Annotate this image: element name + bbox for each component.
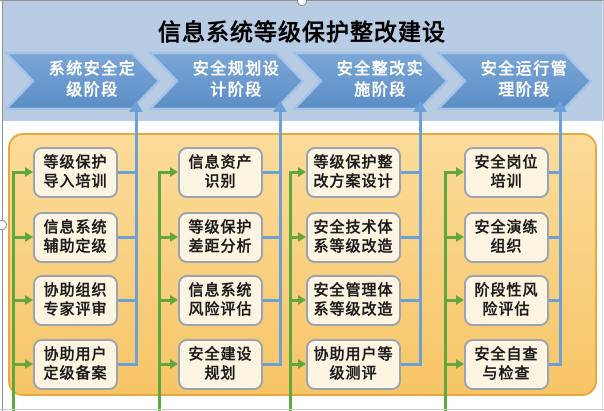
right-arrow-icon — [456, 167, 464, 177]
right-arrow-icon — [170, 232, 178, 242]
flow-line-vertical — [157, 170, 161, 411]
flow-line-vertical — [288, 170, 292, 411]
task-box: 协助组织 专家评审 — [33, 275, 118, 326]
selection-handle-left[interactable] — [0, 220, 7, 230]
task-box: 安全建设 规划 — [178, 339, 263, 390]
flow-line-vertical — [443, 170, 447, 411]
phase-label-2: 安全规划设 计阶段 — [192, 60, 281, 99]
riser-line-stub — [118, 298, 138, 302]
riser-line-vertical — [134, 112, 138, 366]
riser-line-stub — [263, 362, 282, 366]
flow-line-vertical — [11, 170, 15, 411]
right-arrow-icon — [298, 359, 306, 369]
riser-line-stub — [263, 298, 282, 302]
flow-line-stub — [159, 170, 170, 174]
task-box: 等级保护 差距分析 — [178, 212, 263, 263]
flow-line-stub — [13, 298, 25, 302]
right-arrow-icon — [25, 359, 33, 369]
right-arrow-icon — [298, 167, 306, 177]
up-arrow-icon — [273, 101, 287, 112]
riser-line-vertical — [558, 112, 562, 366]
right-arrow-icon — [170, 359, 178, 369]
right-arrow-icon — [170, 295, 178, 305]
riser-line-vertical — [278, 112, 282, 366]
flow-line-stub — [445, 362, 456, 366]
up-arrow-icon — [413, 101, 427, 112]
riser-line-stub — [549, 235, 562, 239]
riser-line-stub — [263, 170, 282, 174]
riser-line-stub — [401, 298, 422, 302]
task-box: 信息系统 辅助定级 — [33, 212, 118, 263]
phase-label-3: 安全整改实 施阶段 — [336, 60, 425, 99]
riser-line-stub — [549, 362, 562, 366]
riser-line-stub — [549, 170, 562, 174]
task-box: 信息系统 风险评估 — [178, 275, 263, 326]
diagram-title: 信息系统等级保护整改建设 — [158, 19, 446, 45]
flow-line-stub — [159, 235, 170, 239]
task-box: 安全岗位 培训 — [464, 147, 549, 198]
right-arrow-icon — [456, 295, 464, 305]
task-box: 阶段性风 险评估 — [464, 275, 549, 326]
task-box: 安全技术体 系等级改造 — [306, 212, 401, 263]
riser-line-stub — [118, 362, 138, 366]
flow-line-stub — [159, 362, 170, 366]
selection-border-bottom — [0, 409, 604, 410]
flow-line-stub — [13, 362, 25, 366]
flow-line-stub — [445, 235, 456, 239]
riser-line-stub — [401, 170, 422, 174]
task-box: 安全自查 与检查 — [464, 339, 549, 390]
flow-line-stub — [13, 235, 25, 239]
flow-line-stub — [445, 298, 456, 302]
riser-line-stub — [118, 235, 138, 239]
right-arrow-icon — [170, 167, 178, 177]
right-arrow-icon — [25, 232, 33, 242]
up-arrow-icon — [553, 101, 567, 112]
task-box: 等级保护 导入培训 — [33, 147, 118, 198]
flow-line-stub — [290, 235, 298, 239]
task-box: 安全演练 组织 — [464, 212, 549, 263]
task-box: 安全管理体 系等级改造 — [306, 275, 401, 326]
task-box: 协助用户等 级测评 — [306, 339, 401, 390]
task-box: 等级保护整 改方案设计 — [306, 147, 401, 198]
riser-line-stub — [401, 362, 422, 366]
right-arrow-icon — [456, 232, 464, 242]
selection-handle-top[interactable] — [297, 0, 307, 6]
flow-line-stub — [290, 362, 298, 366]
up-arrow-icon — [129, 101, 143, 112]
riser-line-vertical — [418, 112, 422, 366]
right-arrow-icon — [456, 359, 464, 369]
flow-line-stub — [445, 170, 456, 174]
riser-line-stub — [263, 235, 282, 239]
right-arrow-icon — [25, 295, 33, 305]
phase-label-1: 系统安全定 级阶段 — [48, 60, 137, 99]
flow-line-stub — [13, 170, 25, 174]
riser-line-stub — [118, 170, 138, 174]
selection-border-right — [602, 0, 603, 411]
task-box: 协助用户 定级备案 — [33, 339, 118, 390]
riser-line-stub — [549, 298, 562, 302]
right-arrow-icon — [298, 295, 306, 305]
task-box: 信息资产 识别 — [178, 147, 263, 198]
flow-line-stub — [290, 170, 298, 174]
right-arrow-icon — [25, 167, 33, 177]
riser-line-stub — [401, 235, 422, 239]
right-arrow-icon — [298, 232, 306, 242]
phase-label-4: 安全运行管 理阶段 — [480, 60, 569, 99]
flow-line-stub — [159, 298, 170, 302]
flow-line-stub — [290, 298, 298, 302]
selection-border-left — [2, 0, 3, 411]
